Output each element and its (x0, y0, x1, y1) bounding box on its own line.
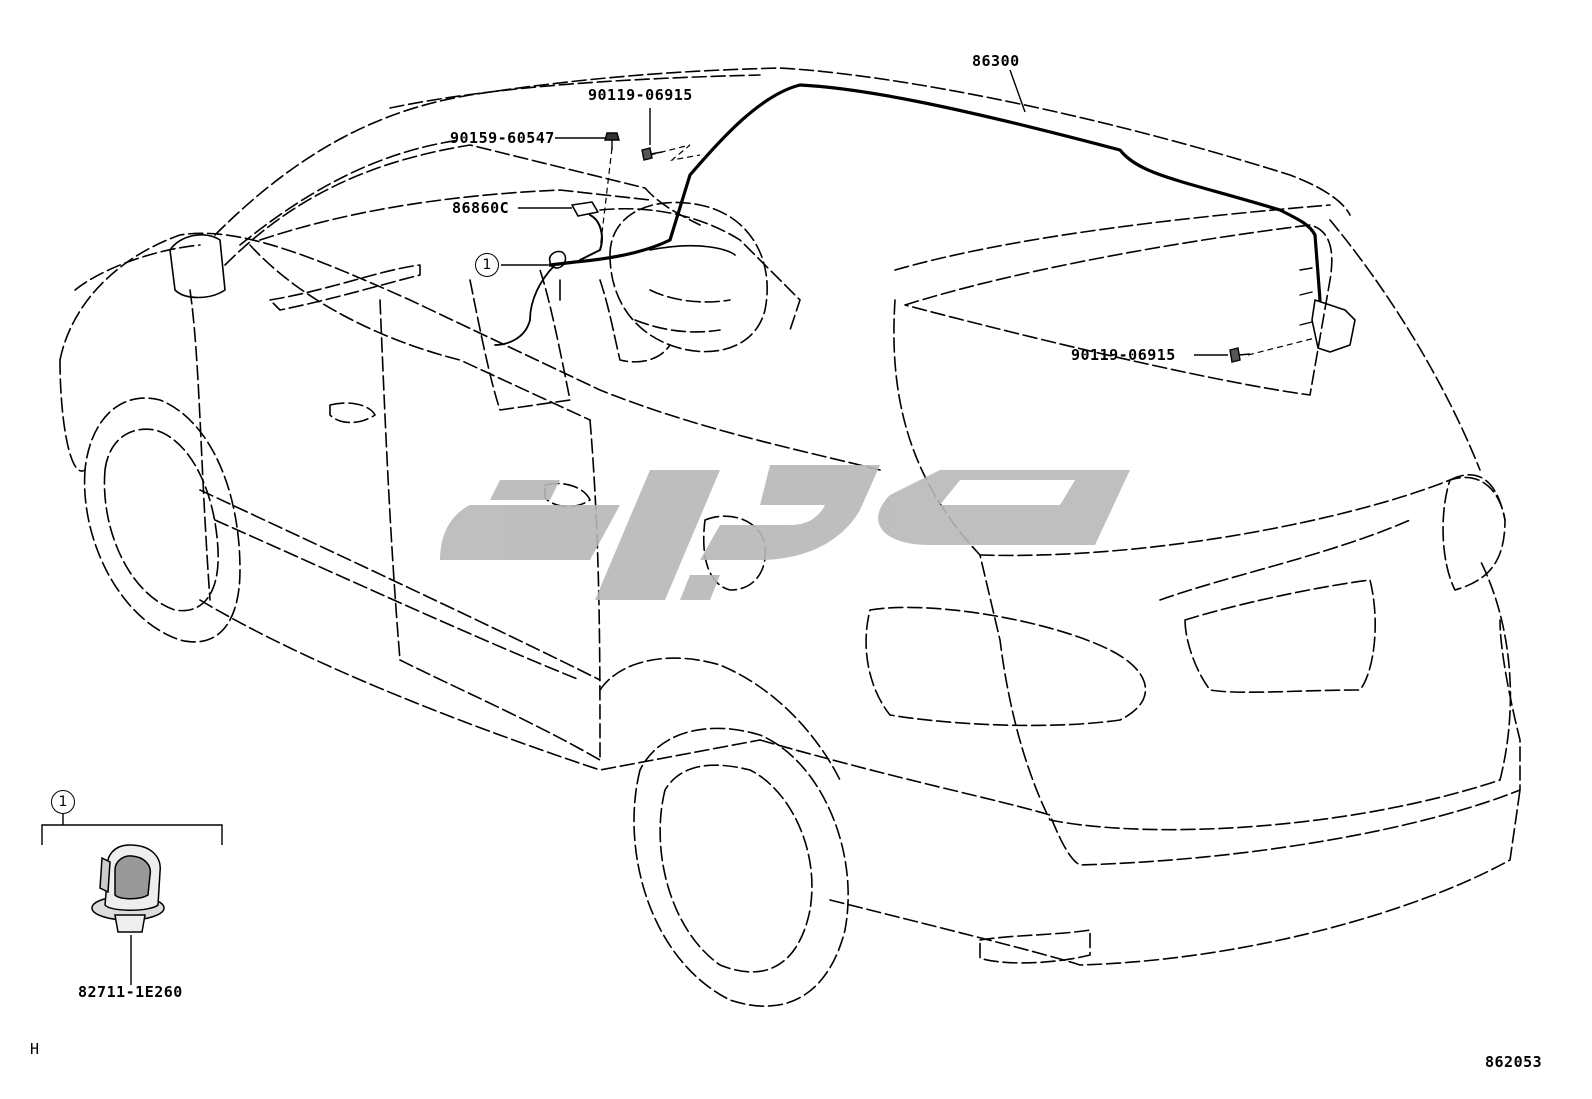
dashboard (259, 189, 651, 241)
clamp-detail-part (91, 844, 165, 933)
watermark-logo (440, 465, 1130, 600)
leader-roof-wire (1009, 69, 1026, 113)
part-label-screw: 90159-60547 (450, 129, 555, 147)
diagram-id: 862053 (1485, 1053, 1543, 1071)
front-door (189, 289, 211, 601)
part-label-fitting: 86860C (452, 199, 510, 217)
fitting-lead (579, 214, 603, 261)
clamp-mount (548, 250, 567, 269)
detail-bracket (41, 824, 223, 845)
rear-body (893, 299, 1512, 831)
rear-wheel (633, 727, 849, 1007)
callout-main: 1 (475, 253, 499, 277)
rear-door (399, 659, 601, 761)
fuel-door (702, 515, 767, 591)
tail-light-right (1442, 473, 1506, 591)
bolt-upper-part (641, 147, 653, 161)
front-wheel (83, 397, 241, 643)
tail-light-left (865, 606, 1147, 727)
footer-left-code: H (30, 1040, 40, 1058)
roof-antenna-wire (548, 83, 1322, 302)
bolt-rear-part (1229, 347, 1241, 363)
door-handle-rear (544, 482, 591, 508)
side-mirror (169, 234, 226, 299)
fitting-block (571, 201, 599, 217)
roof-outline (214, 67, 1351, 236)
callout-detail: 1 (51, 790, 75, 814)
side-sill (199, 599, 761, 771)
seat (469, 269, 571, 411)
rear-connector (1311, 299, 1356, 353)
clamp-lead (494, 264, 556, 346)
screw-part (604, 132, 620, 141)
part-label-bolt-upper: 90119-06915 (588, 86, 693, 104)
door-handle-front (329, 402, 376, 424)
part-label-clamp: 82711-1E260 (78, 983, 183, 1001)
part-label-bolt-rear: 90119-06915 (1071, 346, 1176, 364)
windshield (224, 144, 701, 266)
license-plate-recess (1184, 579, 1376, 694)
rear-bumper (759, 619, 1521, 866)
front-body (59, 232, 881, 471)
part-label-roof-wire: 86300 (972, 52, 1020, 70)
rear-window (904, 224, 1333, 396)
steering-wheel (609, 201, 768, 353)
